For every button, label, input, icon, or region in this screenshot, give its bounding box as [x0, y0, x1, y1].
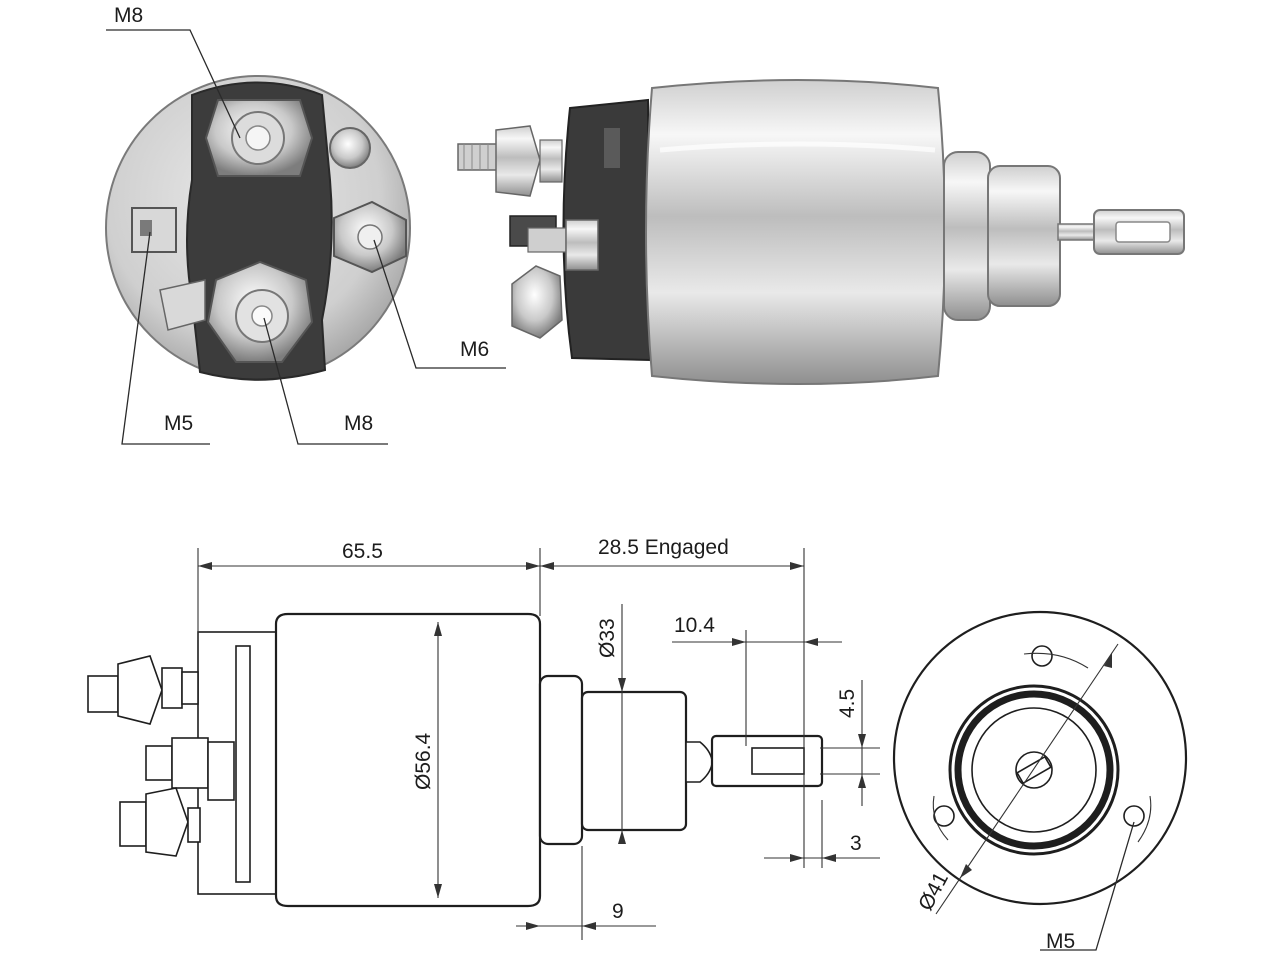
label-small-terminal: M5 — [164, 412, 193, 435]
photo-eye — [1093, 209, 1185, 255]
label-bottom-stud: M8 — [344, 412, 373, 435]
photo-stud-middle — [509, 215, 599, 271]
bottom-stud — [206, 260, 314, 363]
mount-hole-left — [933, 805, 955, 827]
drawing-body — [274, 612, 542, 908]
photo-dark-cap — [562, 98, 652, 362]
dim-body-length: 65.5 — [342, 540, 383, 563]
drawing-terminals — [87, 655, 235, 857]
mount-hole-top — [1031, 645, 1053, 667]
photo-nose — [987, 165, 1061, 307]
photo-body — [645, 79, 946, 385]
dim-nose-offset: 9 — [612, 900, 624, 923]
photo-leaders: M8 M6 M5 M8 — [106, 4, 506, 445]
top-stud — [204, 99, 314, 177]
end-cap-photo — [105, 75, 411, 381]
label-top-stud: M8 — [114, 4, 143, 27]
small-terminal — [131, 207, 177, 253]
dim-plunger-travel: 28.5 Engaged — [598, 536, 729, 559]
photo-stud-top — [457, 125, 563, 197]
side-view-dimensions: 65.5 28.5 Engaged Ø56.4 Ø33 10.4 4.5 — [197, 536, 880, 940]
dim-bolt-circle: Ø41 — [914, 868, 953, 914]
dim-nose-diameter: Ø33 — [596, 618, 619, 658]
dim-eye-length: 10.4 — [674, 614, 715, 637]
right-stud — [333, 200, 407, 274]
side-view-drawing — [87, 612, 824, 908]
mount-hole-right — [1123, 805, 1145, 827]
dim-eye-thickness: 3 — [850, 832, 862, 855]
label-right-stud: M6 — [460, 338, 489, 361]
photo-nut-bottom — [511, 265, 563, 339]
photo-collar — [943, 151, 991, 321]
dim-eye-width: 4.5 — [836, 689, 859, 718]
end-view-drawing: Ø41 M5 — [892, 610, 1188, 953]
dim-body-diameter: Ø56.4 — [412, 732, 435, 790]
label-mount-thread: M5 — [1046, 930, 1075, 953]
side-photo — [457, 79, 1185, 385]
top-right-screw — [329, 127, 371, 169]
